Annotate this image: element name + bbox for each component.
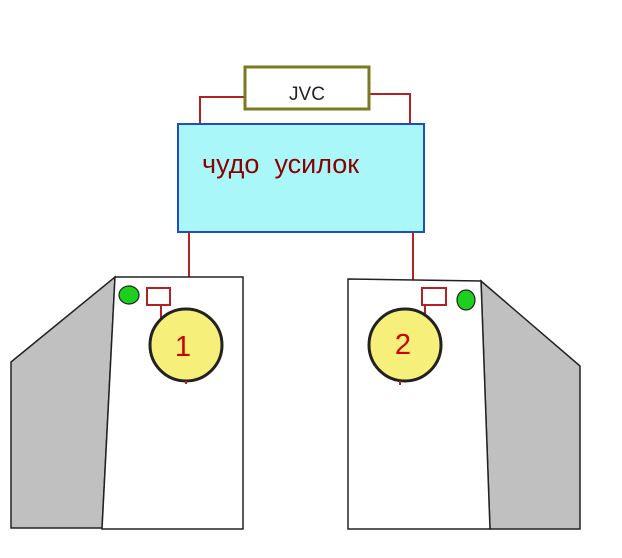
jvc-box bbox=[243, 65, 371, 111]
amplifier-box bbox=[177, 123, 425, 233]
jvc-source-unit: JVC bbox=[243, 65, 371, 111]
speaker-2-number: 2 bbox=[395, 329, 411, 361]
cabinet-2-side-panel bbox=[480, 279, 581, 530]
source-left-wire bbox=[199, 96, 245, 123]
speaker-cabinet-2: 2 bbox=[347, 278, 581, 530]
speaker-cabinet-1: 1 bbox=[10, 275, 244, 530]
source-amplifier-wires bbox=[199, 93, 411, 123]
jvc-label: JVC bbox=[289, 84, 325, 105]
speaker-1-number: 1 bbox=[175, 331, 191, 363]
source-right-wire bbox=[369, 93, 411, 123]
crossover-1-box bbox=[146, 287, 171, 306]
cabinet-1-side-panel bbox=[10, 275, 116, 529]
crossover-2-box bbox=[421, 287, 447, 306]
amplifier-label: чудо усилок bbox=[202, 149, 359, 179]
indicator-led-2 bbox=[456, 289, 476, 311]
amplifier-unit: чудо усилок bbox=[177, 123, 425, 233]
speaker-2-cone bbox=[367, 307, 443, 383]
indicator-led-1 bbox=[118, 285, 140, 305]
